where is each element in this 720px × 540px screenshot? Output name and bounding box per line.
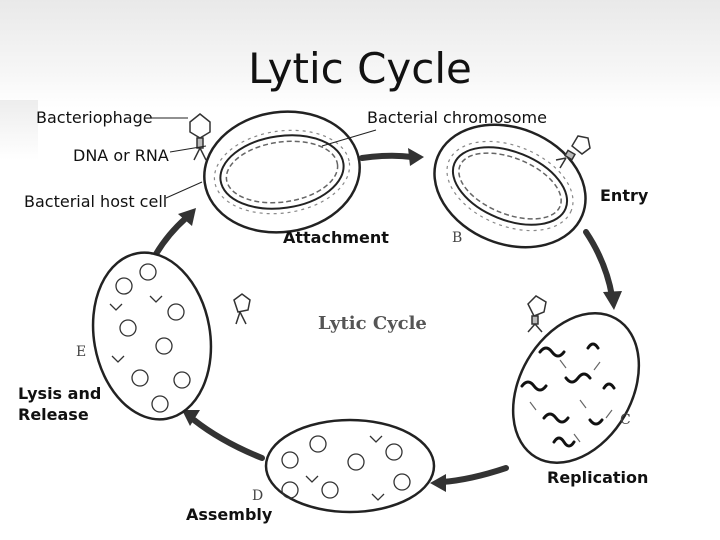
- arrow-d-to-e: [191, 417, 265, 461]
- leader-lines: [148, 117, 377, 199]
- arrowhead-b: [408, 148, 424, 166]
- phage-on-cell-b: [555, 135, 591, 169]
- released-phage: [233, 293, 251, 325]
- arrowhead-d: [430, 474, 446, 492]
- stage-letter-d: D: [252, 488, 264, 504]
- arrow-a-to-b: [359, 152, 415, 161]
- label-entry: Entry: [600, 186, 649, 205]
- arrowhead-c: [603, 291, 622, 310]
- label-lysis-line-1: Lysis and: [18, 384, 102, 403]
- cycle-arrows: [153, 152, 615, 485]
- label-bacterial-chromosome: Bacterial chromosome: [367, 108, 547, 127]
- page-title: Lytic Cycle: [248, 44, 472, 93]
- arrow-b-to-c: [583, 229, 615, 299]
- arrow-c-to-d: [439, 465, 509, 485]
- side-decoration: [0, 100, 38, 160]
- label-assembly: Assembly: [186, 505, 273, 524]
- label-replication: Replication: [547, 468, 649, 487]
- cell-replication: [511, 312, 641, 464]
- stage-letter-e: E: [76, 344, 87, 360]
- phage-on-cell-a: [189, 113, 211, 161]
- header-background: [0, 0, 720, 108]
- label-bacteriophage: Bacteriophage: [36, 108, 153, 127]
- label-lysis-line-2: Release: [18, 405, 89, 424]
- cell-lysis: [91, 251, 213, 421]
- stage-letter-c: C: [620, 412, 631, 428]
- arrowhead-e: [182, 410, 200, 426]
- arrow-e-to-a: [153, 215, 189, 257]
- phage-on-cell-c: [527, 295, 547, 333]
- label-dna-or-rna: DNA or RNA: [73, 146, 169, 165]
- arrowheads: [178, 148, 622, 492]
- stage-letter-b: B: [452, 230, 463, 246]
- center-cycle-label: Lytic Cycle: [318, 313, 427, 334]
- cell-entry: [433, 123, 587, 249]
- cell-assembly: [264, 418, 436, 514]
- label-attachment: Attachment: [283, 228, 389, 247]
- arrowhead-a: [178, 208, 196, 226]
- label-bacterial-host-cell: Bacterial host cell: [24, 192, 168, 211]
- cell-attachment: [203, 110, 361, 234]
